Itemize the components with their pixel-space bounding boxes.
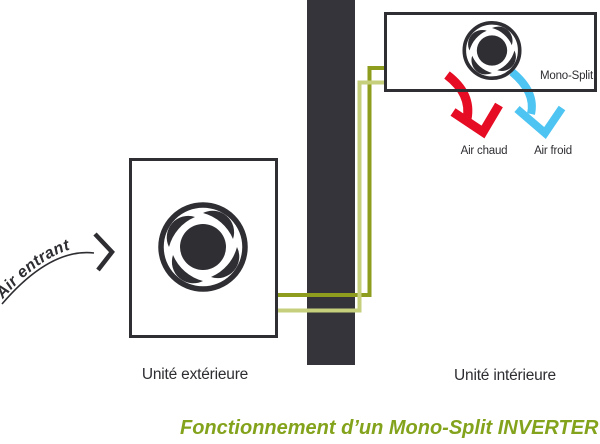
refrigerant-pipe-light bbox=[278, 80, 385, 313]
outdoor-unit-box bbox=[129, 158, 278, 338]
diagram-title: Fonctionnement d’un Mono-Split INVERTER bbox=[180, 417, 599, 439]
cold-air-arrow-tail bbox=[509, 68, 536, 115]
indoor-unit-badge: Mono-Split bbox=[540, 70, 593, 82]
air-in-arc bbox=[1, 251, 95, 305]
outdoor-unit-label: Unité extérieure bbox=[141, 366, 249, 383]
cold-air-arrow bbox=[509, 68, 566, 139]
hot-air-arrow-head bbox=[450, 102, 503, 139]
indoor-unit-box bbox=[384, 12, 597, 92]
refrigerant-pipe-dark bbox=[278, 66, 385, 297]
hot-air-label: Air chaud bbox=[460, 145, 508, 157]
hot-air-arrow bbox=[444, 71, 503, 139]
air-in-arrowhead-icon bbox=[93, 232, 115, 272]
cold-air-arrow-head bbox=[514, 105, 566, 139]
wall bbox=[307, 0, 355, 365]
hot-air-arrow-tail bbox=[444, 71, 473, 120]
air-in-arrow: Air entrant bbox=[0, 232, 115, 305]
air-in-label: Air entrant bbox=[0, 237, 72, 303]
cold-air-label: Air froid bbox=[534, 145, 572, 157]
indoor-unit-label: Unité intérieure bbox=[454, 367, 556, 384]
